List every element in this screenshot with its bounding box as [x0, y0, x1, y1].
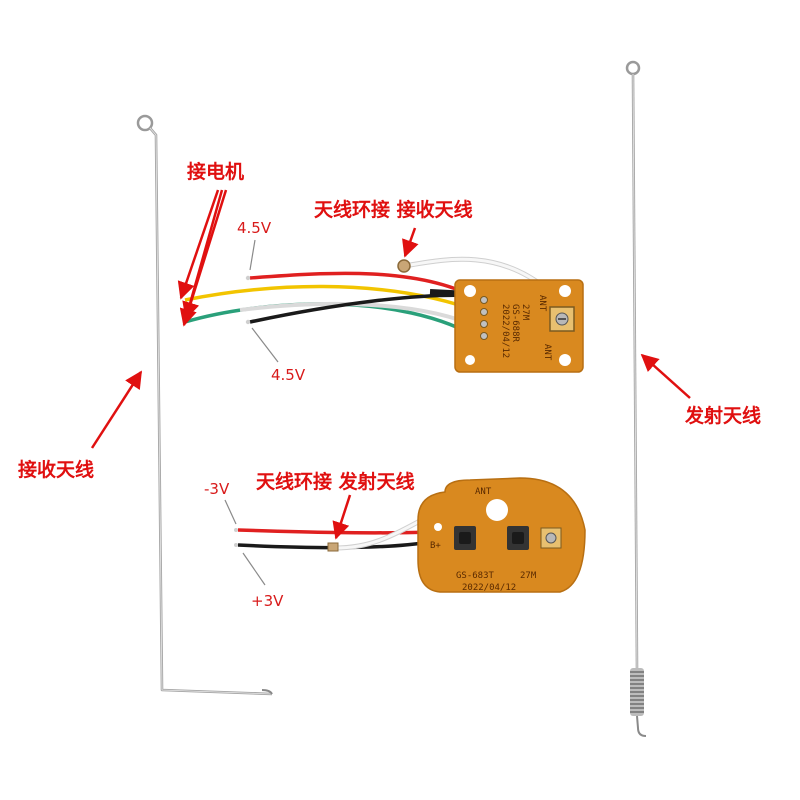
- transmitter-freq: 27M: [520, 571, 537, 581]
- transmitter-bplus-label: B+: [430, 541, 441, 551]
- antenna-spring: [630, 668, 644, 716]
- label-receive-antenna: 接收天线: [18, 458, 94, 481]
- label-antenna-loop-receive: 天线环接 接收天线: [314, 198, 473, 221]
- transmitter-model: GS-683T: [456, 571, 495, 581]
- label-antenna-loop-transmit: 天线环接 发射天线: [256, 470, 415, 493]
- label-voltage-45-bottom: 4.5V: [271, 366, 306, 384]
- receive-antenna-rod: [136, 114, 273, 696]
- transmitter-board: GS-683T 27M 2022/04/12 ANT B+: [417, 477, 586, 593]
- transmitter-ant-label: ANT: [475, 487, 492, 497]
- receiver-model: GS-688R: [510, 304, 520, 343]
- label-voltage-pos3: +3V: [251, 592, 284, 610]
- label-voltage-neg3: -3V: [204, 480, 230, 498]
- label-voltage-45-top: 4.5V: [237, 219, 272, 237]
- label-connect-motor: 接电机: [187, 160, 244, 183]
- receiver-date: 2022/04/12: [500, 304, 510, 358]
- receiver-ant2-label: ANT: [542, 344, 552, 361]
- receiver-freq: 27M: [520, 304, 530, 321]
- transmit-antenna-rod: [625, 60, 647, 737]
- label-transmit-antenna: 发射天线: [684, 404, 761, 427]
- transmitter-date: 2022/04/12: [462, 583, 516, 593]
- receiver-board: 27M GS-688R 2022/04/12 ANT ANT: [454, 279, 584, 373]
- voltage-pointer-lines: [224, 239, 279, 586]
- receiver-ant-label: ANT: [537, 295, 547, 312]
- annotation-arrows: [90, 189, 691, 540]
